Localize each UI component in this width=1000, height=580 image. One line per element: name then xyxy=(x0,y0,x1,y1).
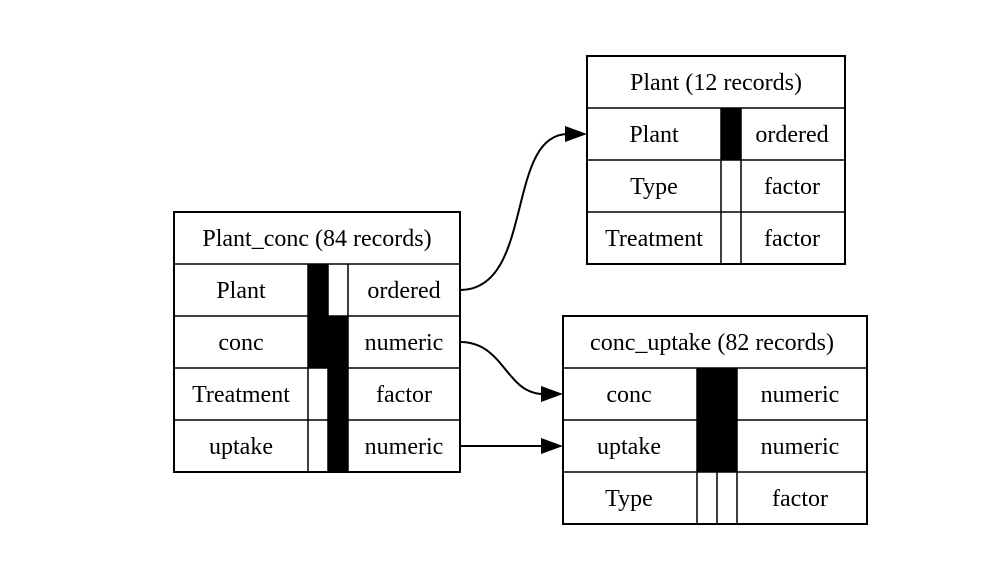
relation-edges xyxy=(459,126,587,454)
column-type: ordered xyxy=(755,122,828,148)
column-name: uptake xyxy=(597,434,661,460)
column-name: Type xyxy=(605,486,653,512)
arrowhead xyxy=(541,386,563,402)
column-name: Treatment xyxy=(605,226,703,252)
table-title: Plant_conc (84 records) xyxy=(202,226,431,252)
table-plant-conc: Plant_conc (84 records) Plant ordered co… xyxy=(173,211,461,473)
arrowhead xyxy=(565,126,587,142)
column-name: conc xyxy=(606,382,651,408)
key-marker-right xyxy=(328,316,348,472)
table-title: Plant (12 records) xyxy=(630,70,802,96)
column-type: numeric xyxy=(761,434,840,460)
column-name: Plant xyxy=(629,122,679,148)
column-type: numeric xyxy=(365,434,444,460)
relation-edge-plant xyxy=(459,133,569,291)
column-type: numeric xyxy=(365,330,444,356)
column-type: factor xyxy=(376,382,432,408)
column-type: factor xyxy=(772,486,828,512)
arrowhead xyxy=(541,438,563,454)
column-name: uptake xyxy=(209,434,273,460)
column-type: ordered xyxy=(367,278,440,304)
key-marker xyxy=(721,108,741,160)
column-type: numeric xyxy=(761,382,840,408)
column-name: conc xyxy=(218,330,263,356)
column-name: Type xyxy=(630,174,678,200)
relation-edge-conc xyxy=(459,341,545,395)
table-title: conc_uptake (82 records) xyxy=(590,330,834,356)
table-conc-uptake: conc_uptake (82 records) conc numeric up… xyxy=(562,315,868,525)
column-name: Plant xyxy=(216,278,266,304)
column-type: factor xyxy=(764,226,820,252)
table-plant: Plant (12 records) Plant ordered Type fa… xyxy=(586,55,846,265)
column-type: factor xyxy=(764,174,820,200)
column-name: Treatment xyxy=(192,382,290,408)
